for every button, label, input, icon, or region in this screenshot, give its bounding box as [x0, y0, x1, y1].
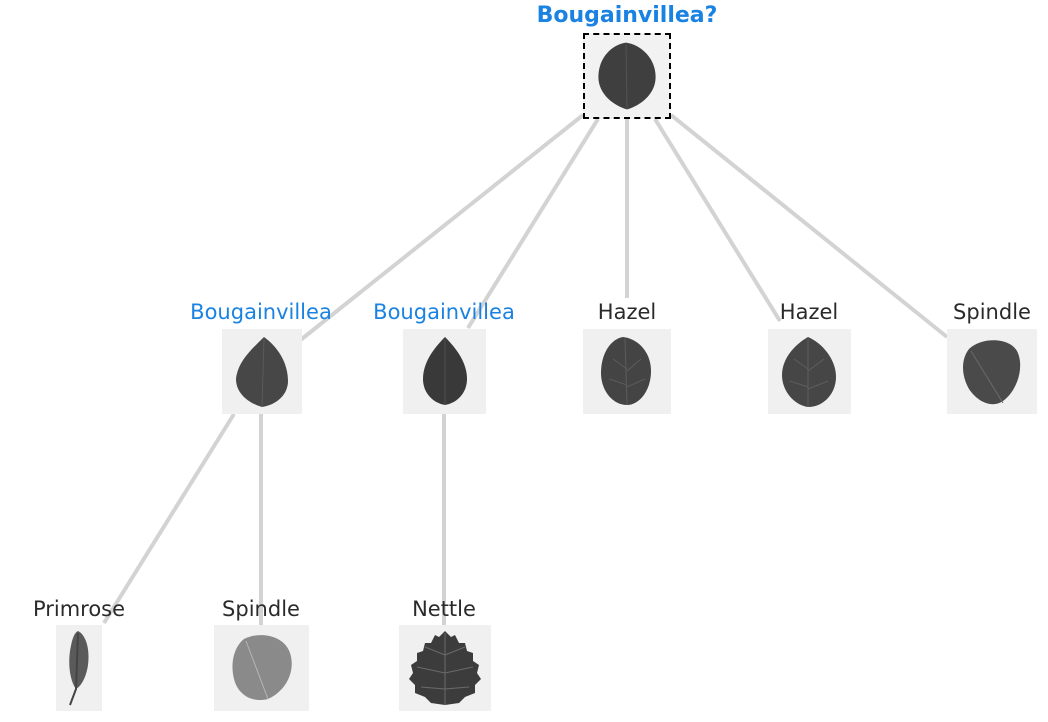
node-label: Spindle: [953, 300, 1031, 324]
root-label: Bougainvillea?: [536, 3, 718, 28]
leaf-thumbnail[interactable]: [768, 329, 851, 414]
node-label: Hazel: [597, 300, 657, 324]
edge-root-bougainvillea-1: [296, 113, 585, 344]
edge-root-spindle: [669, 113, 949, 339]
leaf-thumbnail[interactable]: [56, 625, 102, 711]
leaf-icon: [236, 337, 288, 408]
leaf-icon: [601, 337, 651, 406]
leaf-icon: [782, 337, 836, 407]
leaf-thumbnail[interactable]: [583, 329, 671, 414]
leaf-thumbnail[interactable]: [214, 625, 309, 711]
node-label: Spindle: [222, 597, 300, 621]
leaf-thumbnail[interactable]: [947, 329, 1037, 414]
node-label: Bougainvillea: [373, 300, 515, 324]
leaf-icon: [963, 340, 1021, 405]
node-label: Bougainvillea: [190, 300, 332, 324]
leaf-icon: [69, 631, 89, 706]
leaf-icon: [598, 42, 656, 110]
leaf-icon: [423, 337, 467, 405]
leaf-icon: [232, 635, 292, 701]
edge-bougainvillea-1-primrose: [102, 412, 236, 625]
edge-root-hazel-2: [653, 117, 782, 323]
leaf-icon: [409, 631, 481, 705]
leaf-thumbnail[interactable]: [222, 329, 302, 414]
node-label: Nettle: [412, 597, 476, 621]
node-label: Primrose: [32, 597, 126, 621]
leaf-thumbnail[interactable]: [403, 329, 486, 414]
node-label: Hazel: [779, 300, 839, 324]
edge-root-bougainvillea-2: [466, 117, 600, 330]
leaf-thumbnail[interactable]: [399, 625, 491, 711]
root-leaf-thumbnail[interactable]: [583, 33, 671, 119]
